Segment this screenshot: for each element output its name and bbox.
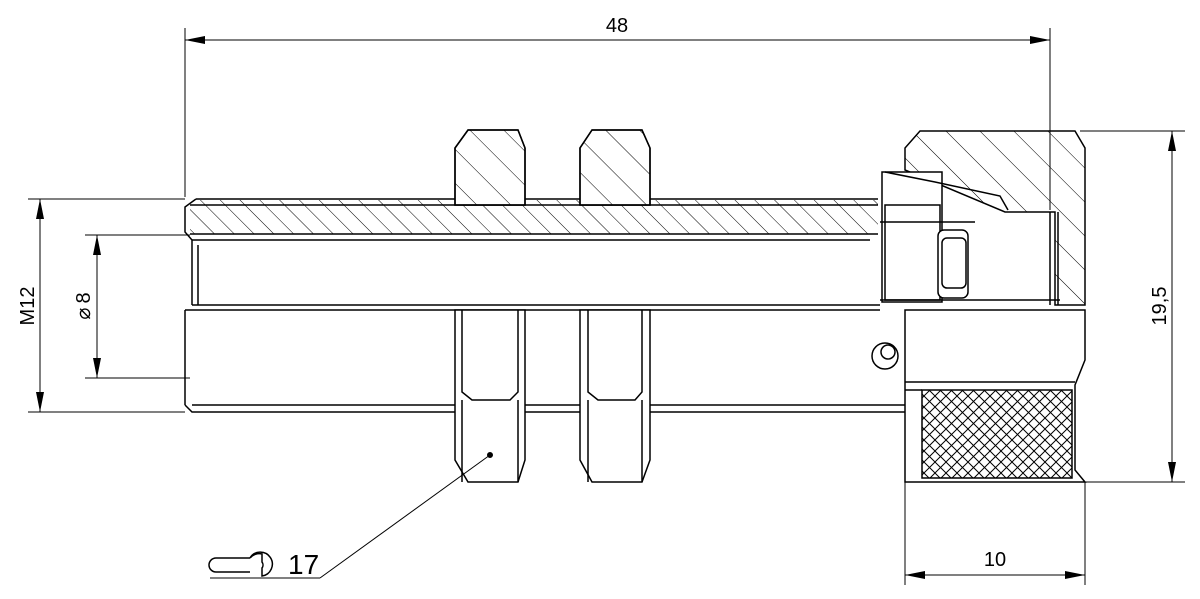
dimension-overall-length [184, 28, 1051, 210]
svg-text:⌀8: ⌀8 [73, 292, 95, 319]
threaded-sleeve [184, 198, 905, 413]
coupling-head [871, 130, 1087, 483]
hex-nut-2-section [579, 129, 651, 206]
hex-nut-1-view [454, 309, 526, 483]
thread-size-label: M12 [17, 287, 39, 326]
bore-diameter-label: 8 [73, 292, 95, 303]
overall-length-label: 48 [606, 15, 628, 37]
wrench-icon [208, 551, 274, 577]
hex-nut-1-section [454, 129, 526, 206]
knurl-width-label: 10 [984, 549, 1006, 571]
dimension-bore [85, 234, 190, 379]
dimension-knurl-width [904, 482, 1086, 585]
wrench-size-label: 17 [288, 549, 319, 580]
dimension-thread [28, 198, 185, 413]
dimension-outer-diameter [1080, 130, 1185, 483]
outer-diameter-label: 19,5 [1149, 287, 1171, 326]
leader-line [210, 452, 493, 579]
diameter-symbol: ⌀ [73, 308, 95, 320]
hex-nut-2-view [579, 309, 651, 483]
